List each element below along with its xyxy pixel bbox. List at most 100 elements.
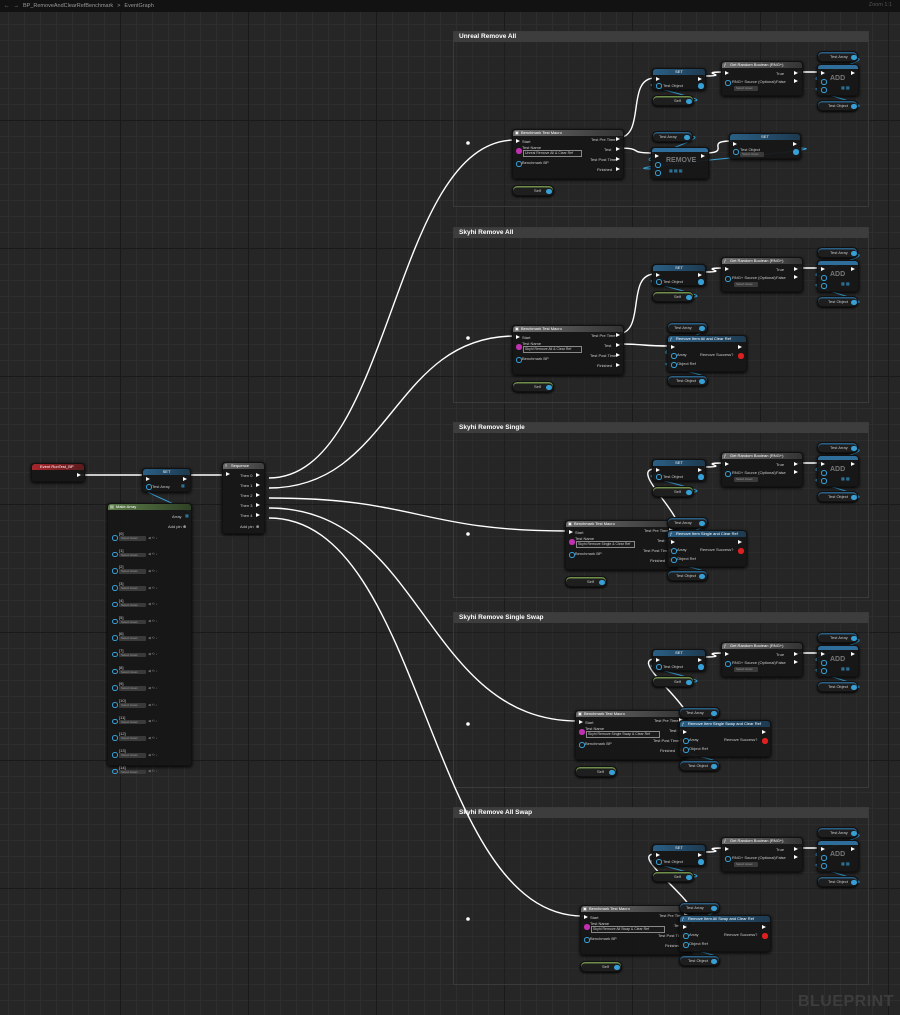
browse-asset-icon[interactable]: ◀ ⟲ ⌕	[148, 652, 158, 657]
array-in-pin[interactable]	[655, 162, 661, 168]
test-object-out-pin[interactable]	[851, 494, 857, 500]
exec-in-pin[interactable]	[821, 267, 825, 271]
object-ref-in-pin[interactable]	[671, 362, 677, 368]
benchmark-bp-pin[interactable]	[579, 742, 585, 748]
exec-in-pin[interactable]	[725, 71, 729, 75]
start-exec-pin[interactable]	[579, 720, 583, 724]
remove-success-pin[interactable]	[738, 353, 744, 359]
comment-box-0[interactable]: Unreal Remove All	[453, 31, 869, 207]
test-name-pin[interactable]	[516, 344, 522, 350]
browse-asset-icon[interactable]: ◀ ⟲ ⌕	[148, 769, 158, 774]
test-object-out-pin[interactable]	[793, 149, 799, 155]
test-object-in-pin[interactable]	[656, 474, 662, 480]
exec-out-pin[interactable]	[738, 540, 742, 544]
test-array-getter[interactable]: Test Array	[679, 707, 720, 718]
make-array-element-14-pin[interactable]	[112, 768, 118, 775]
exec-in-pin[interactable]	[683, 925, 687, 929]
remove-success-pin[interactable]	[738, 548, 744, 554]
array-add-node[interactable]: ADD▦ ▦	[817, 455, 859, 487]
test-object-out-pin[interactable]	[698, 859, 704, 865]
item-in-pin[interactable]	[821, 668, 827, 674]
select-asset-dropdown[interactable]: Select Asset	[119, 536, 146, 541]
array-in-pin[interactable]	[821, 275, 827, 281]
rng-source-pin[interactable]	[725, 661, 731, 667]
test-post-time-exec-pin[interactable]	[616, 157, 620, 161]
exec-out-pin[interactable]	[851, 652, 855, 656]
select-asset-dropdown[interactable]: Select Asset	[119, 569, 146, 574]
breadcrumb-asset[interactable]: BP_RemoveAndClearRefBenchmark	[23, 3, 114, 9]
test-array-getter[interactable]: Test Array	[679, 902, 720, 913]
start-exec-pin[interactable]	[516, 335, 520, 339]
exec-out-pin[interactable]	[851, 71, 855, 75]
test-object-out-pin[interactable]	[851, 299, 857, 305]
self-reference-node[interactable]: Self	[512, 381, 554, 392]
browse-asset-icon[interactable]: ◀ ⟲ ⌕	[148, 735, 158, 740]
test-array-out-pin[interactable]	[711, 905, 717, 911]
make-array-element-6-pin[interactable]	[112, 635, 118, 641]
make-array-element-2-pin[interactable]	[112, 568, 118, 574]
test-array-getter[interactable]: Test Array	[667, 517, 708, 528]
sequence-then-0-pin[interactable]	[256, 473, 260, 477]
test-exec-pin[interactable]	[616, 147, 620, 151]
exec-out-pin[interactable]	[183, 477, 187, 481]
array-in-pin[interactable]	[821, 470, 827, 476]
self-reference-node[interactable]: Self	[652, 486, 694, 497]
exec-out-pin[interactable]	[762, 730, 766, 734]
exec-in-pin[interactable]	[733, 142, 737, 146]
set-test-array-node[interactable]: SET Test Array ▦	[142, 468, 191, 492]
back-arrow-icon[interactable]: ←	[4, 3, 10, 9]
browse-asset-icon[interactable]: ◀ ⟲ ⌕	[148, 552, 158, 557]
select-asset-dropdown[interactable]: Select Asset	[734, 477, 758, 482]
select-asset-dropdown[interactable]: Select Asset	[119, 686, 146, 691]
make-array-element-13-pin[interactable]	[112, 752, 118, 758]
test-name-pin[interactable]	[569, 539, 575, 545]
self-reference-node[interactable]: Self	[652, 871, 694, 882]
test-object-getter[interactable]: Test Object	[667, 375, 708, 386]
add-pin-icon[interactable]: ⊕	[183, 523, 187, 529]
browse-asset-icon[interactable]: ◀ ⟲ ⌕	[148, 535, 158, 540]
make-array-add-pin-label[interactable]: Add pin	[168, 524, 182, 529]
test-object-out-pin[interactable]	[851, 103, 857, 109]
exec-in-pin[interactable]	[671, 345, 675, 349]
false-exec-pin[interactable]	[794, 660, 798, 664]
test-object-in-pin[interactable]	[656, 664, 662, 670]
self-reference-node[interactable]: Self	[652, 95, 694, 106]
self-reference-node[interactable]: Self	[652, 291, 694, 302]
select-asset-dropdown[interactable]: Select Asset	[734, 86, 758, 91]
exec-out-pin[interactable]	[698, 468, 702, 472]
event-run-test-node[interactable]: Event RunTest_BP	[31, 463, 85, 482]
make-array-element-7-pin[interactable]	[112, 651, 118, 658]
test-object-getter[interactable]: Test Object	[667, 570, 708, 581]
exec-in-pin[interactable]	[821, 847, 825, 851]
exec-in-pin[interactable]	[656, 77, 660, 81]
item-in-pin[interactable]	[821, 863, 827, 869]
benchmark-bp-pin[interactable]	[516, 357, 522, 363]
test-array-out-pin[interactable]	[851, 445, 857, 451]
start-exec-pin[interactable]	[584, 915, 588, 919]
test-object-out-pin[interactable]	[698, 474, 704, 480]
self-out-pin[interactable]	[686, 874, 692, 880]
select-asset-dropdown[interactable]: Select Asset	[119, 552, 146, 558]
select-asset-dropdown[interactable]: Select Asset	[119, 636, 146, 641]
test-object-out-pin[interactable]	[851, 684, 857, 690]
remove-success-pin[interactable]	[762, 933, 768, 939]
test-object-out-pin[interactable]	[698, 279, 704, 285]
browse-asset-icon[interactable]: ◀ ⟲ ⌕	[148, 685, 158, 690]
test-object-out-pin[interactable]	[698, 664, 704, 670]
select-asset-dropdown[interactable]: Select Asset	[740, 152, 764, 157]
test-array-out-pin[interactable]	[699, 520, 705, 526]
browse-asset-icon[interactable]: ◀ ⟲ ⌕	[148, 585, 158, 590]
test-array-getter[interactable]: Test Array	[817, 247, 858, 258]
test-post-time-exec-pin[interactable]	[616, 353, 620, 357]
browse-asset-icon[interactable]: ◀ ⟲ ⌕	[148, 719, 158, 724]
finished-exec-pin[interactable]	[616, 167, 620, 171]
select-asset-dropdown[interactable]: Select Asset	[119, 652, 146, 658]
